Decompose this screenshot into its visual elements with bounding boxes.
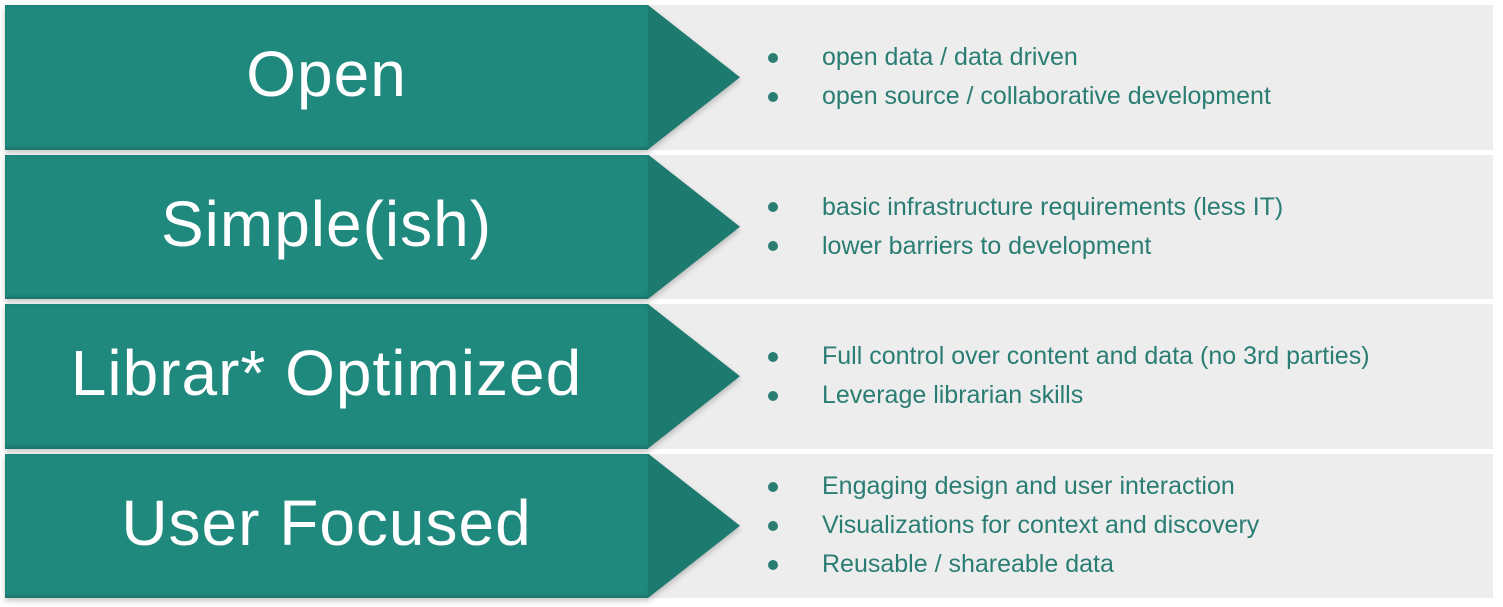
bullet-list-open: open data / data driven open source / co… bbox=[740, 5, 1493, 150]
bullet-item: lower barriers to development bbox=[768, 227, 1493, 266]
bullet-dot-icon bbox=[768, 559, 778, 570]
arrow-right-icon bbox=[648, 304, 740, 449]
bullet-dot-icon bbox=[768, 351, 778, 362]
bullet-list-simple: basic infrastructure requirements (less … bbox=[740, 155, 1493, 300]
bullet-text: open source / collaborative development bbox=[822, 82, 1271, 111]
banner-label-user-focused: User Focused bbox=[121, 486, 532, 559]
bullet-item: Reusable / shareable data bbox=[768, 545, 1493, 584]
bullet-text: basic infrastructure requirements (less … bbox=[822, 192, 1284, 221]
bullet-item: basic infrastructure requirements (less … bbox=[768, 188, 1493, 227]
arrow-banner-body: User Focused bbox=[5, 453, 648, 598]
bullet-dot-icon bbox=[768, 390, 778, 401]
bullet-dot-icon bbox=[768, 481, 778, 492]
bullet-text: Full control over content and data (no 3… bbox=[822, 342, 1370, 371]
feature-row-simple: Simple(ish) basic infrastructure require… bbox=[5, 154, 1493, 300]
bullet-list-user-focused: Engaging design and user interaction Vis… bbox=[740, 454, 1493, 599]
bullet-dot-icon bbox=[768, 520, 778, 531]
bullet-text: Leverage librarian skills bbox=[822, 381, 1084, 410]
arrow-banner-open: Open bbox=[5, 5, 740, 150]
bullet-dot-icon bbox=[768, 52, 778, 63]
bullet-item: open data / data driven bbox=[768, 38, 1493, 77]
bullet-text: open data / data driven bbox=[822, 43, 1078, 72]
feature-row-open: Open open data / data driven open source… bbox=[5, 5, 1493, 150]
arrow-banner-simple: Simple(ish) bbox=[5, 154, 740, 299]
banner-label-open: Open bbox=[246, 38, 407, 111]
bullet-dot-icon bbox=[768, 202, 778, 213]
feature-row-librar-optimized: Librar* Optimized Full control over cont… bbox=[5, 304, 1493, 449]
arrow-right-icon bbox=[648, 5, 740, 150]
arrow-banner-body: Simple(ish) bbox=[5, 154, 648, 299]
arrow-banner-librar-optimized: Librar* Optimized bbox=[5, 304, 740, 449]
bullet-item: open source / collaborative development bbox=[768, 77, 1493, 116]
bullet-text: Reusable / shareable data bbox=[822, 550, 1114, 579]
bullet-text: Visualizations for context and discovery bbox=[822, 511, 1260, 540]
bullet-item: Full control over content and data (no 3… bbox=[768, 337, 1493, 376]
banner-label-simple: Simple(ish) bbox=[160, 187, 493, 260]
bullet-text: lower barriers to development bbox=[822, 231, 1152, 260]
arrow-banner-body: Open bbox=[5, 5, 648, 150]
bullet-text: Engaging design and user interaction bbox=[822, 472, 1235, 501]
banner-label-librar-optimized: Librar* Optimized bbox=[70, 337, 583, 410]
bullet-list-librar-optimized: Full control over content and data (no 3… bbox=[740, 304, 1493, 449]
bullet-item: Engaging design and user interaction bbox=[768, 467, 1493, 506]
arrow-right-icon bbox=[648, 154, 740, 299]
bullet-dot-icon bbox=[768, 91, 778, 102]
arrow-banner-user-focused: User Focused bbox=[5, 453, 740, 598]
feature-row-user-focused: User Focused Engaging design and user in… bbox=[5, 453, 1493, 599]
arrow-right-icon bbox=[648, 453, 740, 598]
bullet-item: Visualizations for context and discovery bbox=[768, 506, 1493, 545]
arrow-banner-body: Librar* Optimized bbox=[5, 304, 648, 449]
bullet-item: Leverage librarian skills bbox=[768, 376, 1493, 415]
bullet-dot-icon bbox=[768, 241, 778, 252]
